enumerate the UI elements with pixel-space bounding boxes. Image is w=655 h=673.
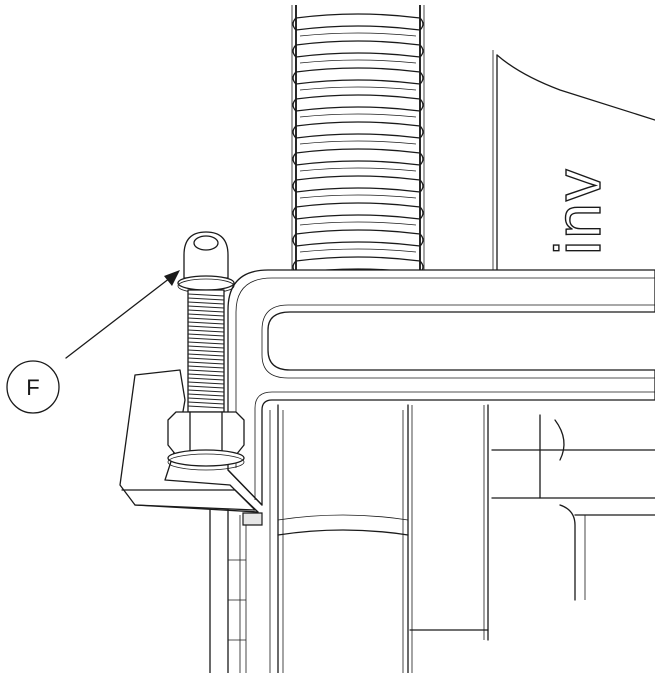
bolt-threads <box>187 293 225 409</box>
thread-line <box>187 321 225 325</box>
hose-rib <box>292 94 424 112</box>
thread-line <box>187 381 225 385</box>
thread-line <box>187 365 225 369</box>
thread-line <box>187 405 225 409</box>
corrugated-hose <box>291 5 425 280</box>
callout-circle <box>6 360 60 414</box>
brand-text: inv <box>542 167 614 255</box>
thread-line <box>187 341 225 345</box>
lower-pipe <box>269 404 413 673</box>
hose-rib <box>292 229 424 247</box>
hose-rib <box>292 40 424 58</box>
thread-line <box>187 353 225 357</box>
thread-line <box>187 345 225 349</box>
thread-line <box>187 373 225 377</box>
right-housing-panel <box>409 50 655 641</box>
hose-rib-inner <box>299 167 417 172</box>
hose-rib-inner <box>299 86 417 91</box>
hose-rib-inner <box>299 59 417 64</box>
hose-rib <box>292 148 424 166</box>
thread-line <box>187 297 225 301</box>
thread-line <box>187 361 225 365</box>
thread-line <box>187 313 225 317</box>
hose-rib-inner <box>299 194 417 199</box>
hose-rib <box>292 13 424 31</box>
thread-line <box>187 333 225 337</box>
arrowhead-icon <box>164 270 180 286</box>
thread-line <box>187 401 225 405</box>
hose-rib <box>292 121 424 139</box>
thread-line <box>187 385 225 389</box>
callout-label: F <box>26 375 39 400</box>
thread-line <box>187 317 225 321</box>
hose-rib-inner <box>299 32 417 37</box>
clamp-strap <box>227 269 655 506</box>
hose-rib-inner <box>299 248 417 253</box>
bolt <box>167 231 245 471</box>
thread-line <box>187 309 225 313</box>
thread-line <box>187 393 225 397</box>
thread-line <box>187 337 225 341</box>
hose-rib-inner <box>299 113 417 118</box>
thread-line <box>187 325 225 329</box>
hose-rib-inner <box>299 140 417 145</box>
hose-rib <box>292 67 424 85</box>
thread-line <box>187 357 225 361</box>
hose-rib <box>292 202 424 220</box>
thread-line <box>187 305 225 309</box>
thread-line <box>187 397 225 401</box>
thread-line <box>187 329 225 333</box>
thread-line <box>187 389 225 393</box>
callout-leader: F <box>6 270 180 414</box>
hose-rib <box>292 175 424 193</box>
thread-line <box>187 377 225 381</box>
thread-line <box>187 349 225 353</box>
left-support <box>119 369 263 673</box>
thread-line <box>187 301 225 305</box>
brand-lettering: inv <box>541 166 614 255</box>
hose-rib-inner <box>299 221 417 226</box>
thread-line <box>187 293 225 297</box>
thread-line <box>187 369 225 373</box>
